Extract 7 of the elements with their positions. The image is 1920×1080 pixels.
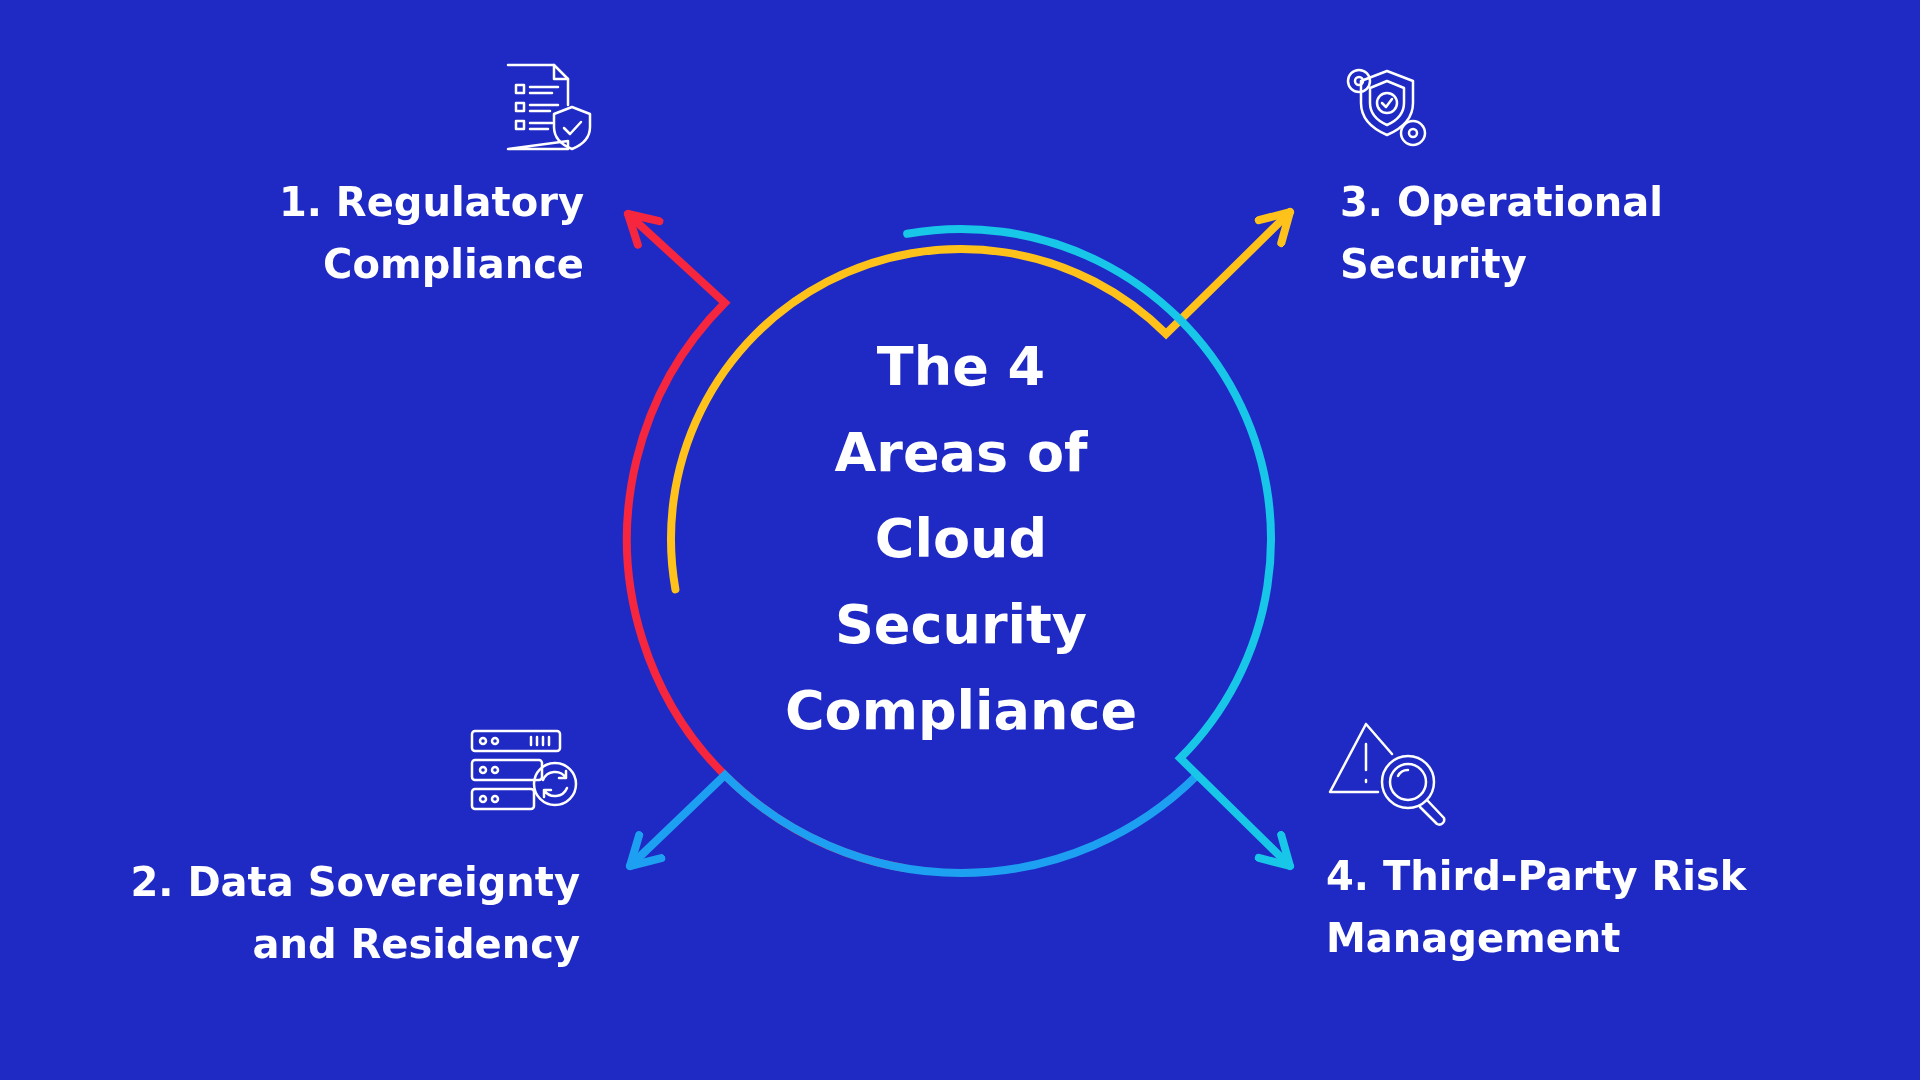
curved-arrow (667, 208, 1294, 594)
curved-arrow (903, 225, 1294, 870)
area-heading: 2. Data Sovereignty and Residency (130, 851, 630, 975)
area-heading: 4. Third-Party Risk Management (1290, 845, 1750, 969)
area-heading: 3. Operational Security (1290, 171, 1710, 295)
area-heading: 1. Regulatory Compliance (262, 171, 628, 295)
center-title: The 4 Areas of Cloud Security Compliance (696, 274, 1226, 804)
